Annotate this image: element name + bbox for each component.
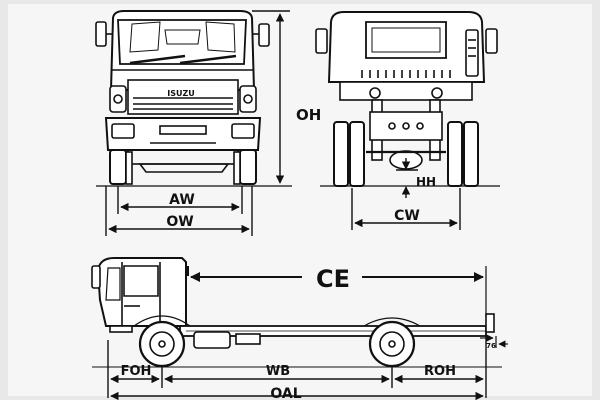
chassis-width-dimension (351, 188, 461, 230)
cab-to-end-dimension (187, 266, 487, 316)
left-mirror (95, 21, 107, 47)
label-frame-height: 76 (486, 342, 496, 350)
label-oal: OAL (270, 386, 301, 400)
label-foh: FOH (121, 364, 152, 379)
label-ow: OW (166, 214, 193, 230)
paper-background (8, 4, 592, 396)
label-hh: HH (416, 175, 436, 189)
label-wb: WB (266, 364, 290, 379)
label-oh: OH (296, 106, 321, 124)
hitch-height-dimension (396, 158, 418, 198)
label-roh: ROH (424, 364, 456, 379)
right-mirror (258, 23, 270, 47)
side-view-truck (91, 257, 495, 368)
front-view-truck (95, 10, 270, 185)
label-ce: CE (316, 265, 350, 293)
label-cw: CW (394, 208, 420, 224)
label-aw: AW (169, 192, 195, 208)
wheelbase-overhang-dimension (107, 336, 487, 398)
axle-width-dimension (117, 186, 243, 214)
brand-logo: ISUZU (167, 89, 195, 98)
overall-height-dimension (252, 10, 290, 184)
overall-width-dimension (105, 186, 253, 236)
